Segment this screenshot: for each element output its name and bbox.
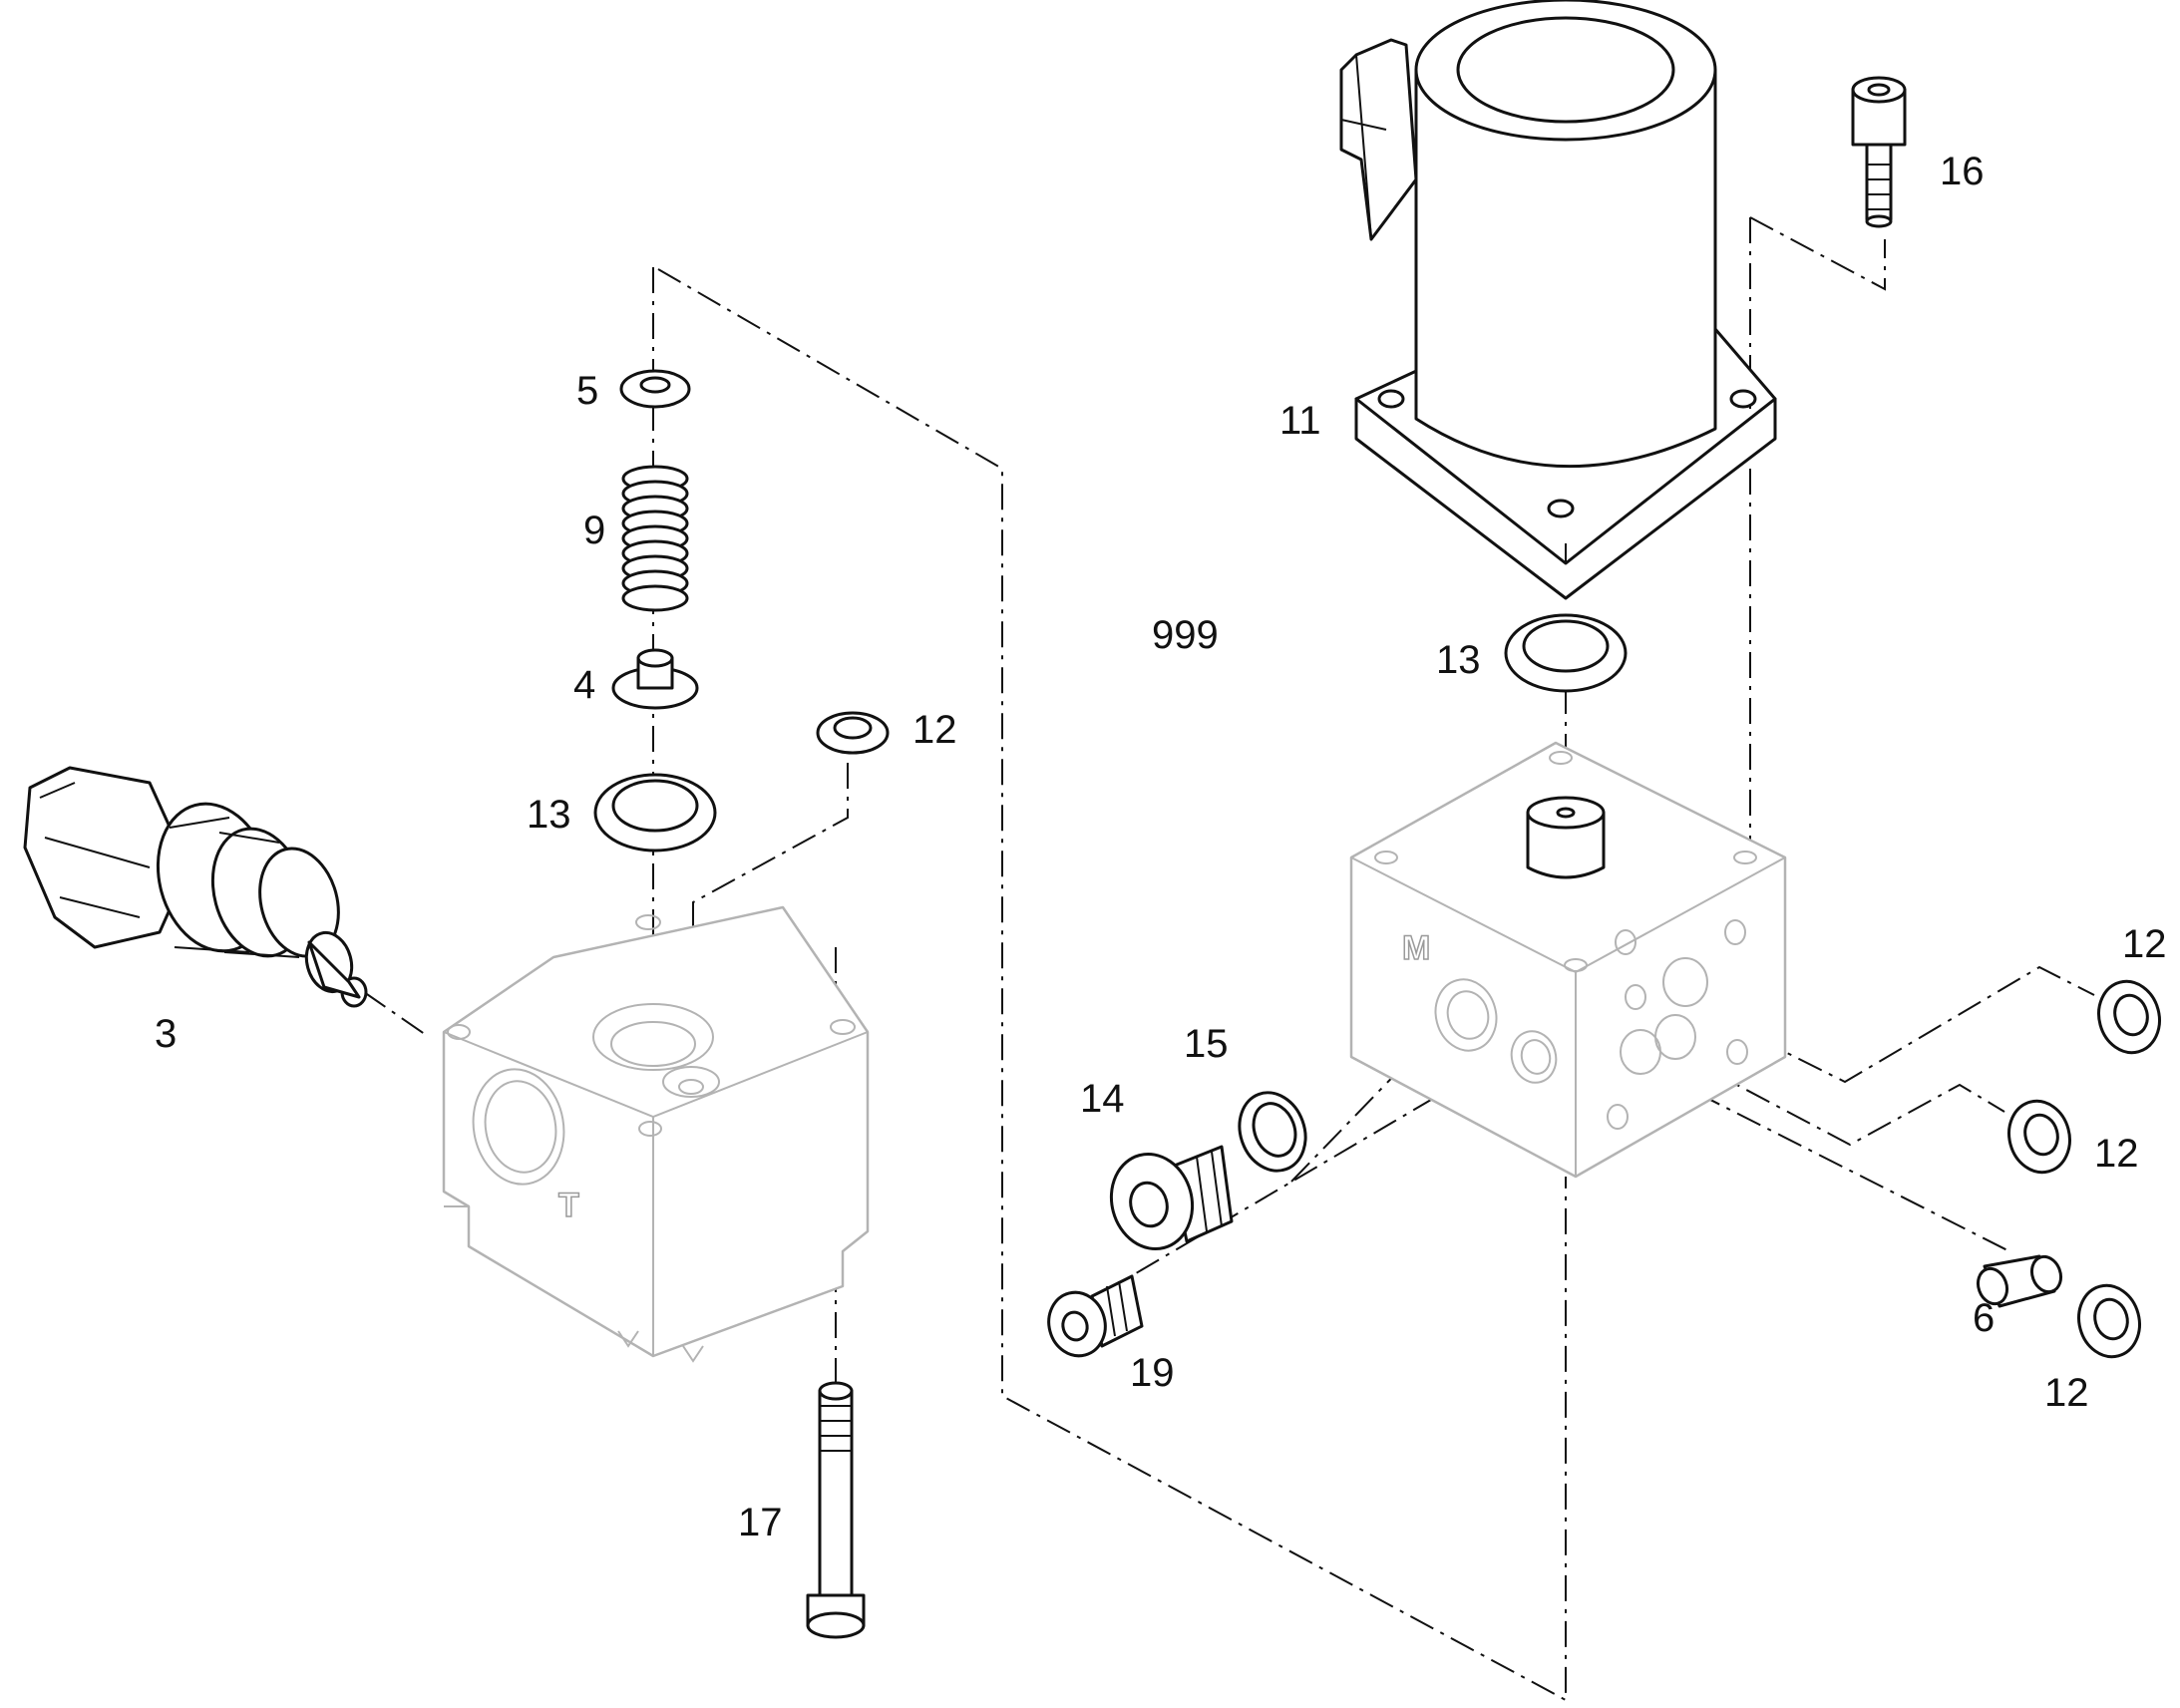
plug-part-14 — [1109, 1145, 1234, 1251]
seal-ring-part-13-right — [1504, 613, 1628, 693]
callout-17: 17 — [738, 1501, 783, 1544]
spool-pin — [1526, 796, 1606, 879]
screw-part-16 — [1851, 76, 1907, 228]
solenoid-part-11 — [1339, 0, 1777, 600]
plug-part-19 — [1047, 1274, 1144, 1358]
callout-19: 19 — [1130, 1351, 1175, 1395]
callout-11: 11 — [1279, 399, 1321, 443]
left-valve-block: T — [442, 905, 870, 1363]
right-valve-block: M — [1349, 741, 1787, 1179]
seal-part-12-right-mid — [2007, 1099, 2071, 1175]
callout-6: 6 — [1973, 1296, 1995, 1340]
callout-5: 5 — [576, 369, 598, 413]
callout-9: 9 — [583, 509, 605, 552]
callout-3: 3 — [155, 1012, 177, 1056]
seal-part-12-right-top — [2097, 979, 2161, 1055]
o-ring-part-15 — [1238, 1091, 1307, 1173]
pin-part-6 — [1976, 1254, 2063, 1308]
callout-12-right-mid: 12 — [2094, 1132, 2139, 1176]
callout-14: 14 — [1080, 1077, 1125, 1121]
callout-16: 16 — [1940, 150, 1985, 193]
callout-999: 999 — [1152, 613, 1219, 657]
callout-4: 4 — [573, 663, 595, 707]
spring-part-9 — [621, 465, 689, 612]
left-block-port-mark: T — [558, 1187, 579, 1224]
callout-13-right: 13 — [1436, 638, 1481, 682]
seal-part-12-right-bottom — [2077, 1283, 2141, 1359]
seal-ring-part-13-left — [593, 773, 717, 853]
seal-part-12-left — [816, 711, 890, 755]
callout-12-right-bottom: 12 — [2044, 1371, 2089, 1415]
poppet-part-4 — [611, 648, 699, 710]
callout-12-left: 12 — [912, 708, 957, 752]
callout-12-right-top: 12 — [2122, 922, 2167, 966]
cartridge-valve-part-3 — [23, 766, 368, 1008]
bolt-part-17 — [806, 1381, 866, 1639]
callout-labels: 3 5 9 4 13 12 17 11 16 999 13 15 14 19 1… — [155, 150, 2167, 1544]
washer-part-5 — [619, 369, 691, 409]
callout-13-left: 13 — [527, 793, 571, 837]
callout-15: 15 — [1184, 1022, 1229, 1066]
right-block-port-mark: M — [1402, 929, 1430, 967]
